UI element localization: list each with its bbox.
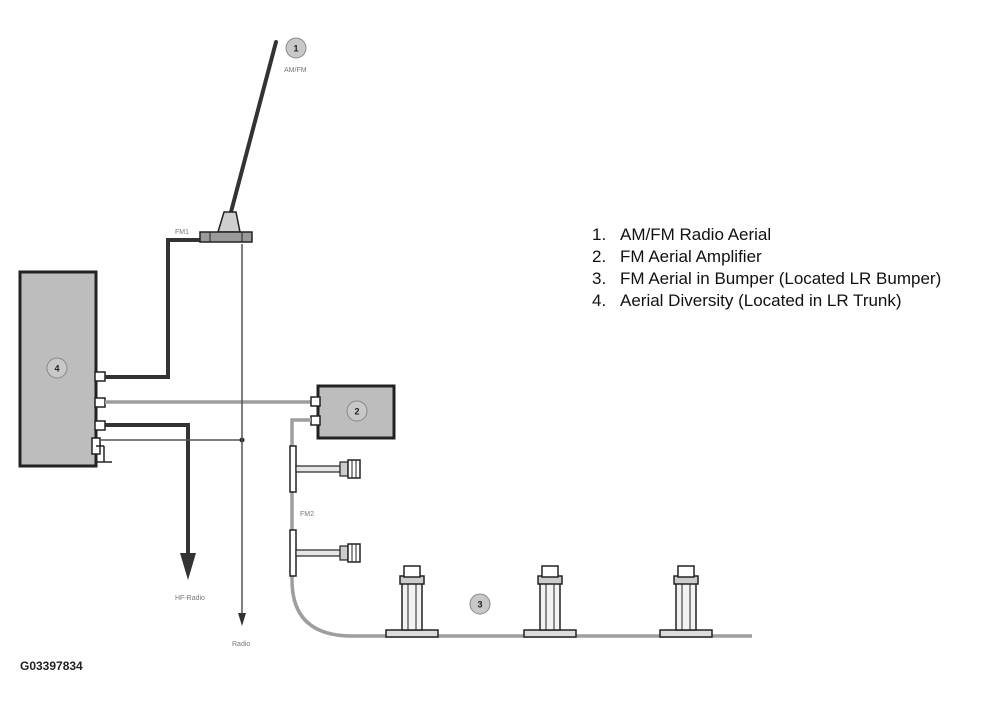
callout-badge-4: 4 (46, 357, 68, 379)
legend-item: 1.AM/FM Radio Aerial (592, 225, 772, 244)
figure-id: G03397834 (20, 659, 83, 673)
legend-item: 2.FM Aerial Amplifier (592, 247, 762, 266)
svg-text:1: 1 (293, 44, 298, 54)
diversity-port-3 (94, 420, 106, 431)
callout-badge-3: 3 (469, 593, 491, 615)
amplifier-port-2 (310, 415, 321, 426)
bumper-aerial-post-2 (523, 565, 577, 638)
cable-hf-radio (105, 423, 190, 555)
callout-badge-2: 2 (346, 400, 368, 422)
cable-fm2 (290, 418, 752, 638)
cable-fm1 (105, 238, 202, 379)
legend-item: 3.FM Aerial in Bumper (Located LR Bumper… (592, 269, 942, 288)
legend: 1.AM/FM Radio Aerial 2.FM Aerial Amplifi… (592, 224, 941, 312)
bumper-connector-lower (289, 529, 361, 577)
svg-text:3: 3 (477, 600, 482, 610)
label-radio: Radio (232, 641, 250, 648)
bumper-aerial-post-3 (659, 565, 713, 638)
am-fm-aerial-icon (199, 40, 278, 243)
diversity-port-1 (94, 371, 106, 382)
callout-badge-1: 1 (285, 37, 307, 59)
aerial-caption: AM/FM (284, 67, 307, 74)
bumper-connector-upper (289, 445, 361, 493)
svg-text:2: 2 (354, 407, 359, 417)
amplifier-port-1 (310, 396, 321, 407)
svg-text:4: 4 (54, 364, 59, 374)
hf-radio-arrow-icon (180, 553, 196, 580)
label-hf-radio: HF-Radio (175, 595, 205, 602)
diversity-port-2 (94, 397, 106, 408)
radio-arrow-icon (238, 613, 246, 626)
bumper-aerial-post-1 (385, 565, 439, 638)
label-fm2: FM2 (300, 511, 314, 518)
ground-icon (96, 445, 112, 463)
label-fm1: FM1 (175, 229, 189, 236)
legend-item: 4.Aerial Diversity (Located in LR Trunk) (592, 291, 902, 310)
